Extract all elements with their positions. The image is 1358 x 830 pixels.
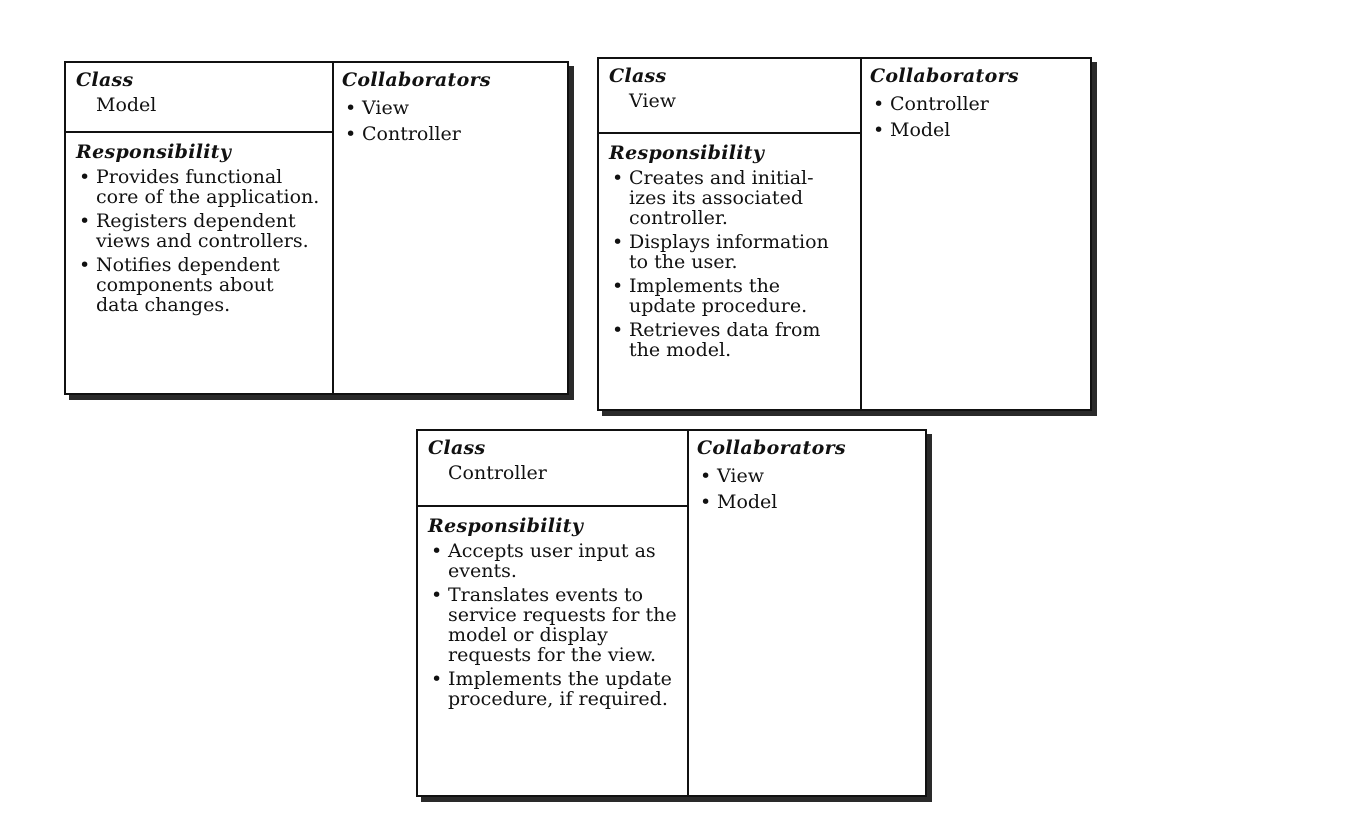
collaborator-item: •Controller [345,123,461,145]
responsibility-item: •Accepts user input as events. [431,540,656,582]
class-heading: Class [76,69,134,91]
bullet-icon: • [79,254,91,276]
collaborators-heading: Collaborators [697,437,846,459]
bullet-icon: • [431,540,443,562]
class-section: Class View [599,59,860,134]
crc-card-controller: Class Controller Responsibility •Accepts… [416,429,927,797]
responsibility-item: •Retrieves data from the model. [612,319,821,361]
class-section: Class Controller [418,431,687,507]
crc-left-column: Class View Responsibility •Creates and i… [599,59,862,409]
responsibility-item: •Registers dependent views and controlle… [79,210,309,252]
responsibility-section: Responsibility •Provides functional core… [66,133,332,315]
bullet-icon: • [345,97,357,119]
bullet-icon: • [873,119,885,141]
bullet-icon: • [79,166,91,188]
responsibility-section: Responsibility •Creates and initial-izes… [599,134,860,360]
class-name: View [629,90,676,112]
class-name: Controller [448,462,547,484]
responsibility-item: •Creates and initial-izes its associated… [612,167,814,229]
collaborators-section: Collaborators •View •Model [687,431,925,795]
responsibility-item: •Implements the update procedure. [612,275,808,317]
collaborator-item: •Model [700,491,778,513]
responsibility-item: •Displays information to the user. [612,231,829,273]
responsibility-list: •Accepts user input as events. •Translat… [428,541,677,709]
collaborators-heading: Collaborators [342,69,491,91]
responsibility-list: •Creates and initial-izes its associated… [609,168,850,360]
bullet-icon: • [79,210,91,232]
bullet-icon: • [612,275,624,297]
responsibility-section: Responsibility •Accepts user input as ev… [418,507,687,709]
bullet-icon: • [612,167,624,189]
bullet-icon: • [612,231,624,253]
responsibility-heading: Responsibility [76,141,232,163]
responsibility-item: •Translates events to service requests f… [431,584,677,666]
crc-card-model: Class Model Responsibility •Provides fun… [64,61,569,395]
collaborator-item: •Model [873,119,951,141]
class-heading: Class [609,65,667,87]
collaborator-item: •View [700,465,764,487]
collaborators-list: •Controller •Model [870,91,1080,143]
bullet-icon: • [431,668,443,690]
class-name: Model [96,94,157,116]
responsibility-item: •Implements the update procedure, if req… [431,668,672,710]
collaborators-heading: Collaborators [870,65,1019,87]
crc-card-view: Class View Responsibility •Creates and i… [597,57,1092,411]
responsibility-item: •Notifies dependent components about dat… [79,254,280,316]
class-heading: Class [428,437,486,459]
crc-left-column: Class Model Responsibility •Provides fun… [66,63,334,393]
collaborator-item: •Controller [873,93,989,115]
bullet-icon: • [873,93,885,115]
collaborators-section: Collaborators •Controller •Model [860,59,1090,409]
class-section: Class Model [66,63,332,133]
collaborators-list: •View •Model [697,463,915,515]
collaborator-item: •View [345,97,409,119]
bullet-icon: • [431,584,443,606]
bullet-icon: • [700,491,712,513]
bullet-icon: • [700,465,712,487]
bullet-icon: • [612,319,624,341]
crc-left-column: Class Controller Responsibility •Accepts… [418,431,689,795]
collaborators-list: •View •Controller [342,95,557,147]
collaborators-section: Collaborators •View •Controller [332,63,567,393]
bullet-icon: • [345,123,357,145]
responsibility-heading: Responsibility [609,142,765,164]
responsibility-list: •Provides functional core of the applica… [76,167,322,315]
responsibility-item: •Provides functional core of the applica… [79,166,320,208]
responsibility-heading: Responsibility [428,515,584,537]
